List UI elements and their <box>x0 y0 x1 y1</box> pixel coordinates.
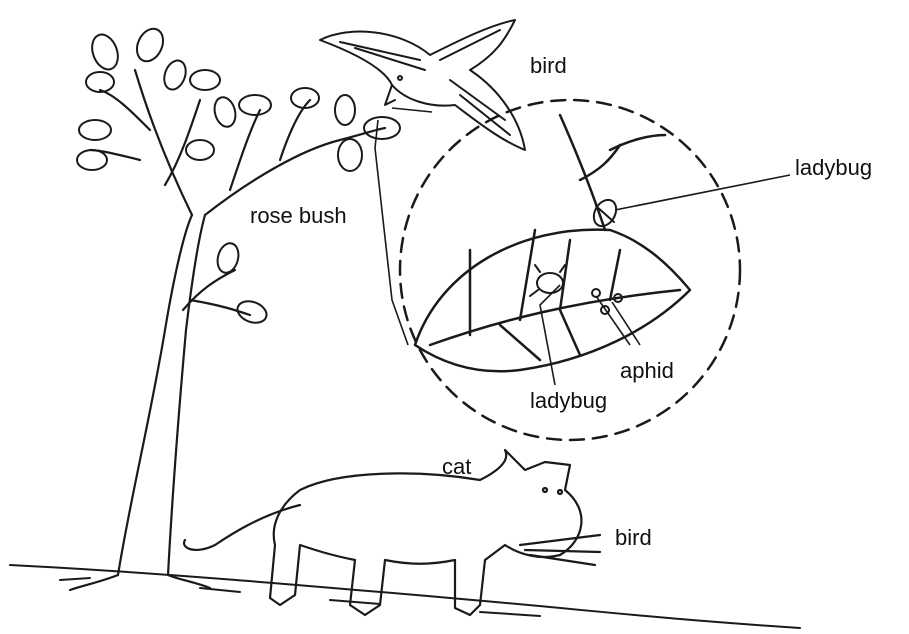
ladybug-on-leaf-drawing <box>530 265 565 296</box>
rose-bush-label: rose bush <box>250 205 347 227</box>
cat-drawing <box>184 450 600 615</box>
rose-bush-drawing <box>70 70 385 590</box>
bird-label-bottom: bird <box>615 527 652 549</box>
ladybug-label-bottom: ladybug <box>530 390 607 412</box>
bird-flying-drawing <box>320 20 525 150</box>
cat-label: cat <box>442 456 471 478</box>
ladybug-label-top: ladybug <box>795 157 872 179</box>
bird-label-top: bird <box>530 55 567 77</box>
aphid-label: aphid <box>620 360 674 382</box>
rose-leaves <box>77 25 400 327</box>
ground <box>10 565 800 628</box>
